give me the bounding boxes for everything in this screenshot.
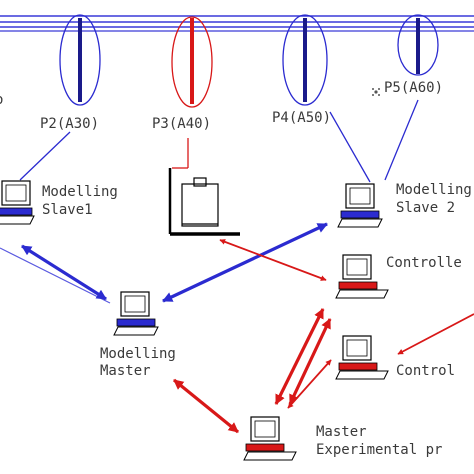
label-slave1-line1: Modelling [42, 184, 118, 200]
label-master-exp-line1: Master [316, 424, 367, 440]
probe-p2: P2(A30) [40, 14, 101, 132]
link-controller-b-offscreen [397, 313, 474, 355]
label-controller-b: Control [396, 363, 455, 379]
link-masterexp-controller-a-1 [274, 308, 325, 405]
computer-controller-a: Controlle [335, 254, 462, 299]
computer-master-experimental: Master Experimental pr [243, 416, 442, 461]
probe-label-p3: P3(A40) [152, 116, 211, 132]
label-master-exp-line2: Experimental pr [316, 442, 442, 458]
label-slave1-line2: Slave1 [42, 202, 93, 218]
connections [21, 222, 474, 434]
probe-p5: P5(A60) [372, 14, 443, 96]
label-slave2-line2: Slave 2 [396, 200, 455, 216]
probe-p4: P4(A50) [272, 14, 331, 126]
probe-label-p2: P2(A30) [40, 116, 99, 132]
computer-modelling-slave2: Modelling Slave 2 [337, 182, 472, 228]
partial-left-label: o [0, 92, 3, 108]
computer-modelling-master: Modelling Master [100, 291, 176, 379]
probe-label-p4: P4(A50) [272, 110, 331, 126]
instrument-stand [168, 168, 240, 236]
computer-controller-b: Control [335, 335, 455, 380]
probe-p3: P3(A40) [152, 16, 213, 132]
computer-modelling-slave1: Modelling Slave1 [0, 180, 118, 225]
link-masterexp-controller-b [287, 359, 332, 409]
bus-lines [0, 15, 474, 32]
label-slave2-line1: Modelling [396, 182, 472, 198]
link-slave1-master [21, 244, 107, 301]
link-instrument-controller-a [219, 239, 327, 281]
label-master-line2: Master [100, 363, 151, 379]
label-master-line1: Modelling [100, 346, 176, 362]
label-controller-a: Controlle [386, 255, 462, 271]
link-master-masterexp [172, 378, 240, 434]
cursor-marker-icon [372, 88, 380, 96]
probe-label-p5: P5(A60) [384, 80, 443, 96]
